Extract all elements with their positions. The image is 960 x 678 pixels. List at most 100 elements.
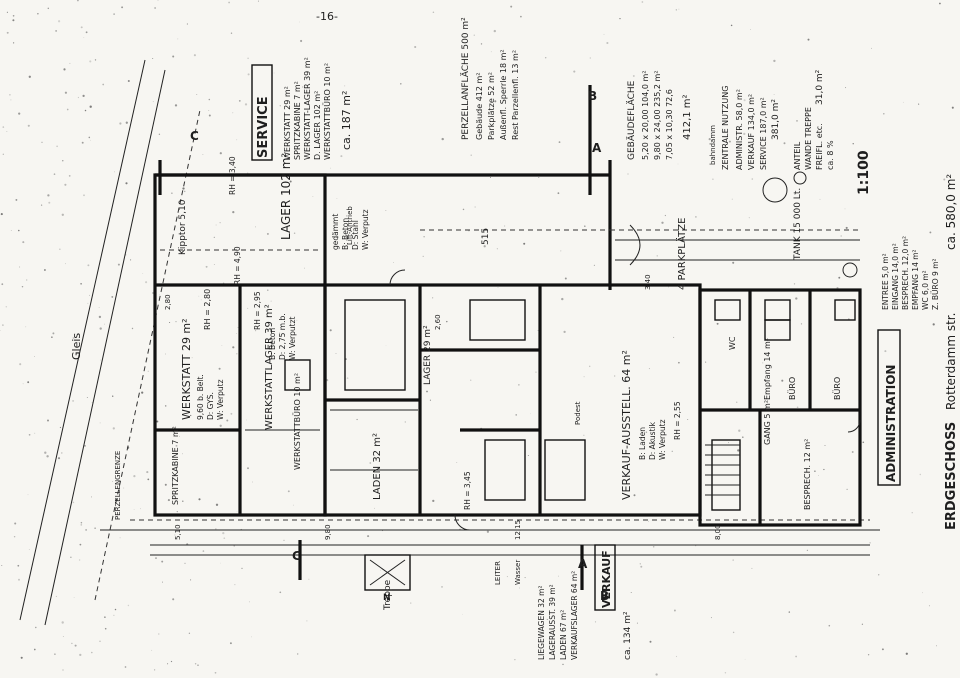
- rh-2: RH = 4,90: [233, 246, 242, 285]
- service-line-5: WERKSTATTBÜRO 10 m²: [322, 63, 332, 160]
- admin-block-outline: [698, 288, 862, 527]
- kipptor-label: Kipptor 5,10: [178, 199, 188, 255]
- section-label-c-bottom: C: [292, 549, 301, 563]
- wasser-label: Wasser: [514, 560, 522, 585]
- service-line-4: D. LAGER 102 m²: [313, 91, 322, 160]
- room-spritzkabine: SPRITZKABINE 7 m²: [171, 426, 180, 505]
- service-label-box: [251, 64, 273, 161]
- dimension-chain: [150, 544, 870, 556]
- lager-sub-3: D: Stahl: [351, 220, 360, 250]
- werkstatt-sub-2: D: GYS.: [206, 392, 215, 420]
- street-label: Rotterdamm str.: [944, 313, 958, 410]
- leiter-label: LEITER: [494, 561, 502, 585]
- werkstatt-sub-1: 9,60 b. Belt.: [196, 374, 205, 420]
- werkstatt-sub-3: W: Verputz: [216, 379, 225, 420]
- reserve-line-1: ANTEIL: [793, 141, 802, 170]
- page-number: -16-: [316, 10, 338, 23]
- parcel-line-1: Gebäude 412 m²: [475, 72, 484, 140]
- sales-line-3: LADEN 67 m²: [559, 610, 568, 660]
- verkauf-sub-3: W: Verputz: [658, 419, 667, 460]
- admin-line-6: Z. BÜRO 9 m²: [931, 258, 940, 310]
- room-buero-1: BÜRO: [787, 377, 797, 400]
- dim-6: 2,80: [164, 294, 172, 310]
- admin-line-4: EMPFANG 14 m²: [911, 249, 920, 310]
- building-area-line-3: 7,05 x 10,30 72,6: [665, 89, 674, 160]
- room-laden: LADEN 32 m²: [372, 433, 383, 500]
- north-symbol-box: [364, 554, 411, 591]
- interior-details: [160, 171, 861, 531]
- section-label-a-bottom: A: [578, 557, 588, 571]
- building-area-total: 412,1 m²: [682, 94, 693, 140]
- lager-sub2-2: D: 2,75 m.b.: [278, 313, 287, 360]
- room-buero-2: BÜRO: [832, 377, 842, 400]
- bahndamm-label: bahndamm: [709, 125, 717, 165]
- building-area-line-1: 5,20 x 20,00 104,0 m²: [641, 70, 650, 160]
- building-walls: [153, 160, 862, 527]
- dim-1: 515: [481, 228, 491, 245]
- rh-4: RH = 3,45: [463, 471, 472, 510]
- service-title: SERVICE: [256, 96, 271, 158]
- reserve-line-4: ca. 8 %: [826, 140, 835, 170]
- service-line-1: WERKSTATT 29 m²: [283, 86, 292, 160]
- room-verkauf-ausstellung: VERKAUF-AUSSTELL. 64 m²: [620, 350, 633, 500]
- section-label-c-top: C: [190, 129, 199, 143]
- section-label-b-top: B: [588, 89, 597, 103]
- admin-line-3: BESPRECH. 12,0 m²: [901, 236, 910, 310]
- parking-label: 4 PARKPLÄTZE: [675, 218, 688, 290]
- dim-3: 9,80: [324, 524, 332, 540]
- lager-sub-1: gedämmt: [331, 214, 340, 250]
- room-lager: LAGER 102 m²: [279, 153, 293, 240]
- admin-title: ADMINISTRATION: [884, 365, 898, 482]
- reserve-line-2: WANDE TREPPE: [804, 107, 813, 170]
- section-marks: [158, 85, 592, 590]
- floor-label: ERDGESCHOSS: [944, 422, 959, 530]
- room-lagerraum: LAGER 29 m²: [423, 325, 433, 385]
- sales-line-1: LIEGEWAGEN 32 m²: [537, 586, 546, 660]
- service-line-2: SPRITZKABINE 7 m²: [293, 81, 302, 160]
- lager-sub2-3: W: Verputzt: [288, 316, 297, 360]
- usage-total: 381,0 m²: [771, 99, 781, 140]
- usage-line-3: SERVICE 187,0 m²: [759, 97, 768, 170]
- dim-5: 8,00: [714, 524, 722, 540]
- room-gang: GANG 5 m²: [763, 400, 772, 445]
- rh-5: RH = 2,55: [673, 401, 682, 440]
- parcel-line-4: Rest Parzellenfl. 13 m²: [511, 50, 520, 140]
- usage-line-2: VERKAUF 134,0 m²: [747, 94, 756, 170]
- sales-line-4: VERKAUFSLAGER 64 m²: [570, 571, 579, 660]
- podest-label: Podest: [574, 401, 582, 425]
- stairs: [705, 444, 740, 496]
- sales-title: VERKAUF: [600, 550, 613, 608]
- room-werkstattlager: WERKSTATTLAGER 39 m²: [264, 304, 275, 430]
- room-besprech: BESPRECH. 12 m²: [803, 439, 812, 510]
- service-total: ca. 187 m²: [340, 91, 353, 150]
- sales-total: ca. 134 m²: [623, 611, 633, 660]
- usage-title: ZENTRALE NUTZUNG: [721, 86, 730, 170]
- parcel-boundary-label: PERZELLENGRENZE: [114, 451, 122, 520]
- admin-line-1: ENTREE 5,0 m²: [881, 253, 890, 310]
- room-werkstatt: WERKSTATT 29 m²: [180, 318, 193, 420]
- reserve-line-3: FREIFL. etc.: [815, 123, 824, 170]
- building-area-line-2: 9,80 x 24,00 235,2 m²: [653, 70, 662, 160]
- admin-line-2: EINGANG 14,0 m²: [891, 243, 900, 310]
- lager-sub2-1: B: Beton: [268, 328, 277, 360]
- tank-circle: [762, 177, 788, 203]
- rh-1: RH = 3,40: [228, 156, 237, 195]
- room-empfang: Empfang 14 m²: [763, 338, 772, 400]
- tank-label: TANK 15 000 Lt.: [793, 188, 803, 261]
- reserve-total: 31,0 m²: [815, 69, 825, 105]
- section-label-b-bottom: B: [600, 589, 609, 603]
- admin-line-5: WC 6,0 m²: [921, 270, 930, 310]
- verkauf-sub-2: D: Akustik: [648, 421, 657, 460]
- lift-label: Lift-Antrieb: [346, 206, 354, 245]
- parcel-line-3: Außenfl. Sperrle 18 m²: [499, 49, 508, 140]
- werkstatt-rh: RH = 2,80: [203, 289, 212, 330]
- section-label-a-top: A: [592, 141, 602, 155]
- sales-line-2: LAGERAUSST. 39 m²: [548, 584, 557, 660]
- room-wc: WC: [728, 336, 737, 350]
- dim-8: 3,40: [644, 274, 652, 290]
- usage-line-1: ADMINISTR. 58,0 m²: [735, 89, 744, 170]
- admin-label-box: [877, 329, 901, 486]
- treppe-label: Treppe: [383, 579, 393, 611]
